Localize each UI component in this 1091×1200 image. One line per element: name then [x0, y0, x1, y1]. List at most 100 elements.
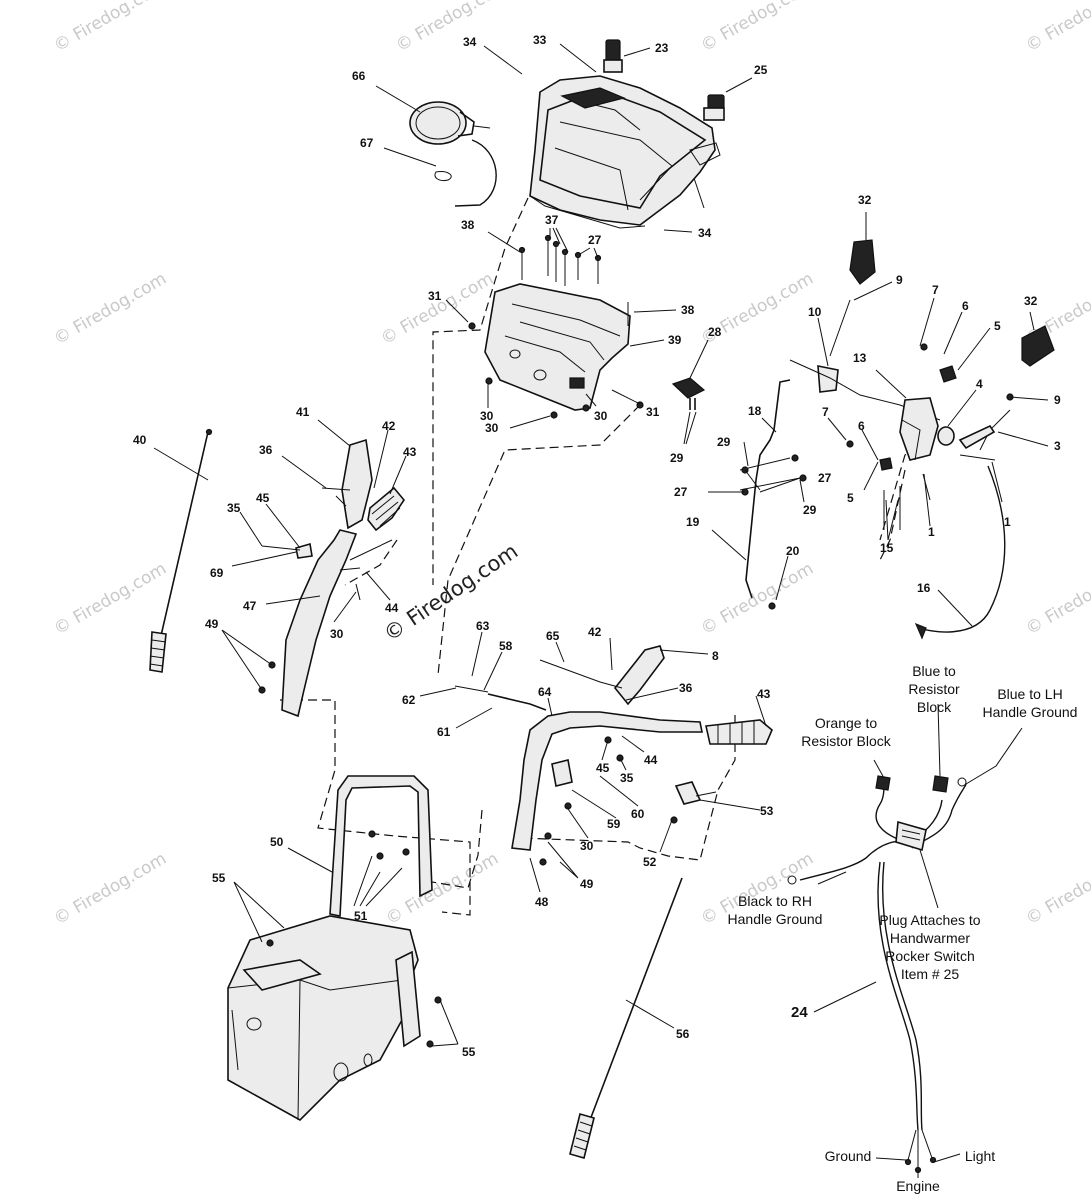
watermark: © Firedog.com [698, 559, 817, 640]
right-handle-48 [454, 645, 773, 866]
callout-32: 32 [1024, 294, 1038, 308]
callout-38: 38 [461, 218, 475, 232]
note-blue-to-resistor-2: Resistor [908, 681, 960, 697]
callout-49: 49 [580, 877, 594, 891]
callout-5: 5 [994, 319, 1001, 333]
headlight-66 [409, 101, 497, 207]
callout-31: 31 [428, 289, 442, 303]
cable-16 [914, 465, 1006, 640]
callout-45: 45 [596, 761, 610, 775]
callout-69: 69 [210, 566, 224, 580]
note-plug-attaches-1: Plug Attaches to [879, 912, 980, 928]
watermark: © Firedog.com [51, 269, 170, 350]
note-plug-attaches-2: Handwarmer [890, 930, 970, 946]
console-39 [484, 283, 706, 411]
callout-7: 7 [822, 405, 829, 419]
callout-18: 18 [748, 404, 762, 418]
watermark: © Firedog.com [1023, 0, 1091, 56]
callout-29: 29 [717, 435, 731, 449]
callout-6: 6 [962, 299, 969, 313]
callout-36: 36 [679, 681, 693, 695]
callout-29: 29 [670, 451, 684, 465]
callout-32: 32 [858, 193, 872, 207]
callout-7: 7 [932, 283, 939, 297]
note-plug-attaches-3: Rocker Switch [885, 948, 974, 964]
callout-49: 49 [205, 617, 219, 631]
switch-25 [703, 94, 725, 121]
callout-1: 1 [928, 525, 935, 539]
callout-43: 43 [757, 687, 771, 701]
assembly-guides [280, 197, 931, 916]
note-black-to-rh-1: Black to RH [738, 893, 812, 909]
note-blue-to-resistor-1: Blue to [912, 663, 956, 679]
callout-55: 55 [212, 871, 226, 885]
rod-40 [149, 428, 213, 673]
callout-20: 20 [786, 544, 800, 558]
callout-25: 25 [754, 63, 768, 77]
callout-4: 4 [976, 377, 983, 391]
callout-28: 28 [708, 325, 722, 339]
callout-30: 30 [480, 409, 494, 423]
callout-10: 10 [808, 305, 822, 319]
watermark: © Firedog.com [378, 269, 497, 350]
callout-31: 31 [646, 405, 660, 419]
callout-47: 47 [243, 599, 257, 613]
callout-53: 53 [760, 804, 774, 818]
leader-lines [153, 43, 1049, 1178]
note-black-to-rh-2: Handle Ground [728, 911, 823, 927]
callout-48: 48 [535, 895, 549, 909]
note-engine: Engine [896, 1178, 940, 1194]
callout-36: 36 [259, 443, 273, 457]
callout-24: 24 [791, 1004, 808, 1021]
callout-40: 40 [133, 433, 147, 447]
callout-55: 55 [462, 1045, 476, 1059]
note-orange-to-resistor-1: Orange to [815, 715, 877, 731]
callout-numbers: 23 33 34 25 66 67 34 38 37 27 31 38 39 2… [133, 33, 1061, 1059]
callout-13: 13 [853, 351, 867, 365]
callout-59: 59 [607, 817, 621, 831]
watermark: © Firedog.com [1023, 559, 1091, 640]
watermark: © Firedog.com [51, 849, 170, 930]
callout-16: 16 [917, 581, 931, 595]
callout-52: 52 [643, 855, 657, 869]
watermark: © Firedog.com [383, 849, 502, 930]
callout-29: 29 [803, 503, 817, 517]
left-handle-47 [258, 438, 405, 718]
callout-56: 56 [676, 1027, 690, 1041]
switch-23 [603, 39, 623, 73]
callout-51: 51 [354, 909, 368, 923]
lower-frame-50 [227, 775, 442, 1121]
shift-rod-18-19 [739, 379, 807, 610]
callout-42: 42 [382, 419, 396, 433]
callout-67: 67 [360, 136, 374, 150]
right-linkage [789, 239, 1055, 530]
callout-41: 41 [296, 405, 310, 419]
callout-6: 6 [858, 419, 865, 433]
callout-30: 30 [580, 839, 594, 853]
watermark: © Firedog.com [393, 0, 512, 56]
note-light: Light [965, 1148, 995, 1164]
callout-30: 30 [485, 421, 499, 435]
callout-9: 9 [1054, 393, 1061, 407]
callout-63: 63 [476, 619, 490, 633]
wiring-harness-24 [787, 775, 967, 1174]
console-bolts [468, 234, 644, 419]
callout-58: 58 [499, 639, 513, 653]
callout-35: 35 [227, 501, 241, 515]
note-blue-to-lh-1: Blue to LH [997, 686, 1062, 702]
callout-38: 38 [681, 303, 695, 317]
callout-8: 8 [712, 649, 719, 663]
note-blue-to-resistor-3: Block [917, 699, 952, 715]
callout-27: 27 [818, 471, 832, 485]
dash-panel-33 [529, 75, 721, 229]
watermark: © Firedog.com [698, 0, 817, 56]
watermark-main: © Firedog.com [379, 539, 522, 646]
watermark: © Firedog.com [51, 559, 170, 640]
callout-44: 44 [385, 601, 399, 615]
callout-33: 33 [533, 33, 547, 47]
callout-5: 5 [847, 491, 854, 505]
callout-34: 34 [698, 226, 712, 240]
callout-27: 27 [674, 485, 688, 499]
callout-64: 64 [538, 685, 552, 699]
